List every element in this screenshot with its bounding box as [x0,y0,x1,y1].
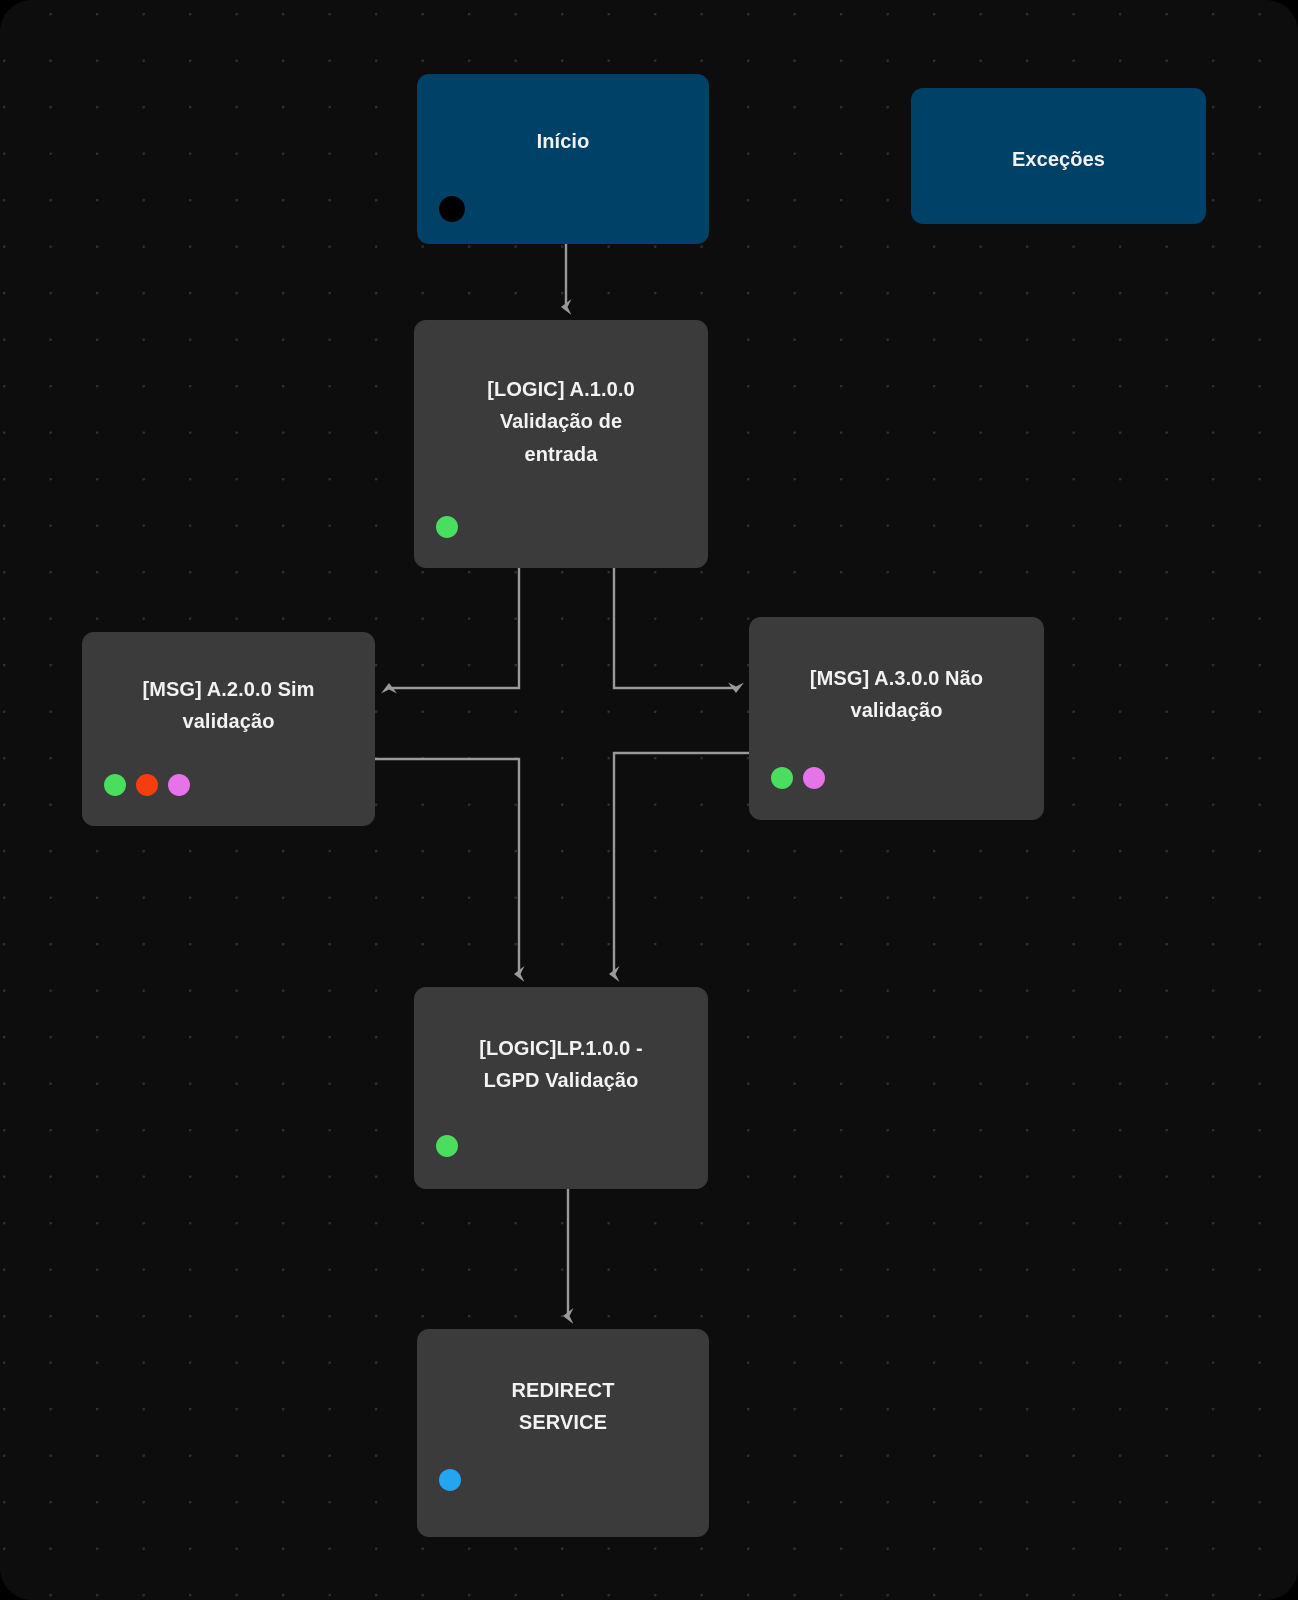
status-dot-green[interactable] [436,1135,458,1157]
node-inicio[interactable]: Início [417,74,709,244]
node-redirect-service[interactable]: REDIRECT SERVICE [417,1329,709,1537]
status-dot-green[interactable] [771,767,793,789]
status-dot-violet[interactable] [803,767,825,789]
node-redirect-service-label: REDIRECT SERVICE [511,1380,615,1435]
node-msg-a300[interactable]: [MSG] A.3.0.0 Não validação [749,617,1044,820]
node-logic-a100-label: [LOGIC] A.1.0.0 Validação de entrada [487,379,635,466]
edge-logic-a100-to-msg-a300 [612,568,736,688]
edge-msg-a200-to-logic-lp100 [375,757,519,974]
node-logic-a100[interactable]: [LOGIC] A.1.0.0 Validação de entrada [414,320,708,568]
node-msg-a200-status-dots [104,774,190,796]
node-inicio-label: Início [536,131,590,153]
node-logic-lp100[interactable]: [LOGIC]LP.1.0.0 - LGPD Validação [414,987,708,1189]
node-logic-lp100-status-dots [436,1135,458,1157]
status-dot-green[interactable] [436,516,458,538]
status-dot-black[interactable] [439,196,465,222]
status-dot-violet[interactable] [168,774,190,796]
node-excecoes[interactable]: Exceções [911,88,1206,224]
node-redirect-service-status-dots [439,1469,461,1491]
edge-logic-a100-to-msg-a200 [389,568,521,688]
node-excecoes-label: Exceções [1011,149,1106,171]
node-msg-a200[interactable]: [MSG] A.2.0.0 Sim validação [82,632,375,826]
node-logic-a100-status-dots [436,516,458,538]
status-dot-blue[interactable] [439,1469,461,1491]
node-logic-lp100-label: [LOGIC]LP.1.0.0 - LGPD Validação [479,1038,643,1093]
node-msg-a300-label: [MSG] A.3.0.0 Não validação [809,668,984,723]
status-dot-green[interactable] [104,774,126,796]
node-msg-a200-label: [MSG] A.2.0.0 Sim validação [142,679,315,734]
node-inicio-status-dots [439,196,465,222]
node-msg-a300-status-dots [771,767,825,789]
status-dot-red[interactable] [136,774,158,796]
edge-msg-a300-to-logic-lp100 [614,751,749,974]
